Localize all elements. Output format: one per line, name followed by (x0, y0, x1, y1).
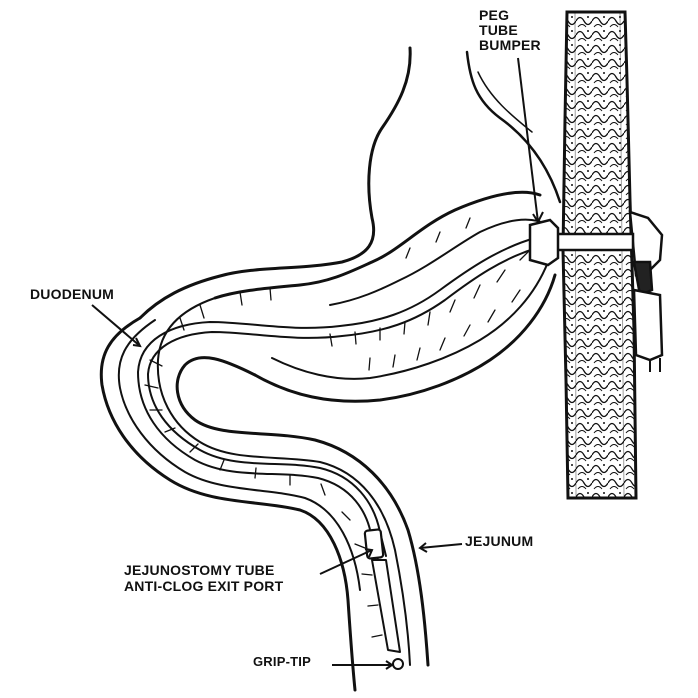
label-jejunostomy-tube: JEJUNOSTOMY TUBE ANTI-CLOG EXIT PORT (124, 562, 283, 594)
label-peg-line-3: BUMPER (479, 37, 541, 53)
label-jtube-line-2: ANTI-CLOG EXIT PORT (124, 578, 284, 594)
label-duodenum: DUODENUM (30, 286, 115, 302)
label-peg-tube-bumper: PEG TUBE BUMPER (479, 8, 541, 53)
jejunostomy-tube (137, 237, 538, 670)
label-peg-line-1: PEG (479, 7, 510, 23)
label-peg-line-2: TUBE (479, 22, 518, 38)
label-jtube-line-1: JEJUNOSTOMY TUBE (124, 562, 275, 578)
label-grip-tip: GRIP-TIP (253, 654, 311, 669)
leader-lines (91, 57, 544, 670)
abdominal-wall (561, 10, 638, 500)
external-fixation-device (628, 210, 664, 372)
peg-tube (528, 218, 635, 267)
stomach (138, 46, 562, 403)
peg-tube-bumper-shape (528, 218, 560, 267)
label-jejunum: JEJUNUM (465, 533, 534, 549)
duodenum-loop (99, 287, 430, 692)
